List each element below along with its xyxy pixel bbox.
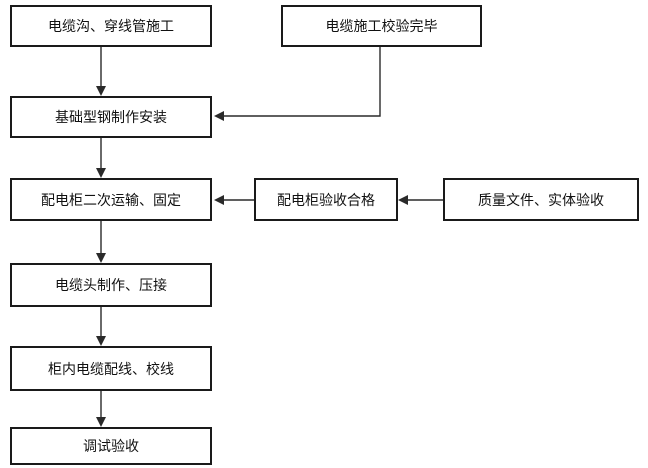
arrow-cabledone-to-steel: [222, 46, 381, 117]
node-debug: 调试验收: [10, 427, 212, 465]
node-label: 调试验收: [83, 439, 139, 455]
node-label: 配电柜验收合格: [277, 192, 375, 209]
node-cabinet-transport: 配电柜二次运输、固定: [10, 178, 212, 221]
node-cable-done: 电缆施工校验完毕: [281, 5, 482, 47]
node-label: 电缆沟、穿线管施工: [48, 19, 174, 35]
node-cable-head: 电缆头制作、压接: [10, 263, 212, 307]
node-label: 电缆施工校验完毕: [325, 19, 438, 35]
arrow-head-icon: [96, 253, 106, 263]
arrow-head-icon: [96, 86, 106, 96]
node-label: 电缆头制作、压接: [55, 278, 167, 294]
node-label: 质量文件、实体验收: [478, 192, 604, 209]
arrow-head-icon: [96, 417, 106, 427]
node-label: 柜内电缆配线、校线: [48, 361, 174, 378]
node-cabinet-accept: 配电柜验收合格: [254, 178, 398, 221]
node-label: 基础型钢制作安装: [55, 110, 167, 126]
node-label: 配电柜二次运输、固定: [41, 192, 181, 209]
node-base-steel: 基础型钢制作安装: [10, 96, 212, 138]
node-quality-docs: 质量文件、实体验收: [443, 178, 639, 221]
arrow-head-icon: [96, 336, 106, 346]
node-wiring: 柜内电缆配线、校线: [10, 346, 212, 391]
arrow-head-icon: [214, 195, 224, 205]
arrow-head-icon: [398, 195, 408, 205]
arrow-head-icon: [214, 111, 224, 121]
node-cable-trench: 电缆沟、穿线管施工: [10, 5, 212, 47]
arrow-head-icon: [96, 168, 106, 178]
